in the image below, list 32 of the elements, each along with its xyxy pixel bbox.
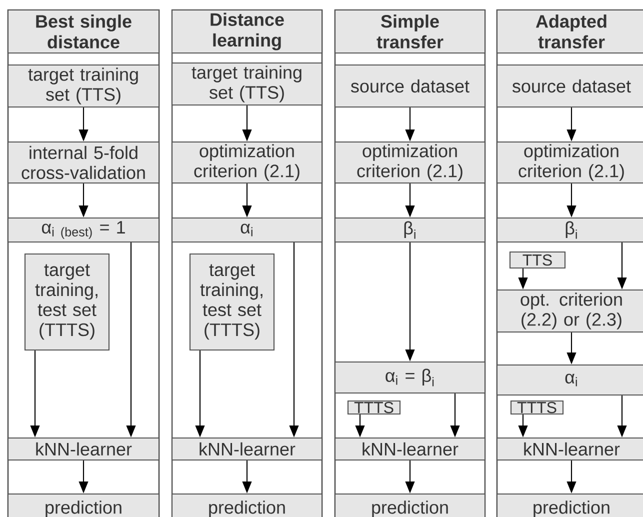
data-box: target training, test set (TTTS) [189, 253, 275, 351]
step-band: internal 5-fold cross-validation [7, 141, 160, 184]
step-band: $\text{β}_{\text{i}}$ [496, 217, 643, 243]
step-band: kNN-learner [7, 437, 160, 461]
step-band: kNN-learner [171, 437, 323, 461]
step-band: source dataset [496, 64, 643, 108]
column-heading: Simple transfer [334, 9, 486, 54]
step-band: prediction [496, 493, 643, 517]
step-band: target training set (TTS) [7, 64, 160, 108]
data-tag: TTTS [510, 400, 564, 415]
step-band: $\text{α}_{\text{i}}\text{ = β}_{\text{i}}$ [334, 361, 486, 394]
step-band: prediction [171, 493, 323, 517]
column-heading: Adapted transfer [496, 9, 643, 54]
step-band: kNN-learner [496, 437, 643, 461]
step-band: $\text{α}_{\text{i}}$ [496, 364, 643, 396]
step-band: prediction [7, 493, 160, 517]
step-band: optimization criterion (2.1) [496, 141, 643, 184]
step-band: $\text{α}_{\text{i (best)}}\text{ = 1}$ [7, 217, 160, 243]
data-tag: TTTS [347, 400, 401, 415]
step-band: optimization criterion (2.1) [171, 141, 323, 184]
column-heading: Distance learning [171, 9, 323, 54]
step-band: optimization criterion (2.1) [334, 141, 486, 184]
step-band: target training set (TTS) [171, 62, 323, 106]
step-band: $\text{β}_{\text{i}}$ [334, 217, 486, 243]
data-tag: TTS [509, 251, 566, 269]
data-box: target training, test set (TTTS) [24, 253, 110, 351]
step-band: prediction [334, 493, 486, 517]
step-band: $\text{α}_{\text{i}}$ [171, 217, 323, 243]
column-heading: Best single distance [7, 9, 160, 54]
step-band: kNN-learner [334, 437, 486, 461]
step-band: source dataset [334, 64, 486, 108]
step-band: opt. criterion (2.2) or (2.3) [496, 289, 643, 333]
